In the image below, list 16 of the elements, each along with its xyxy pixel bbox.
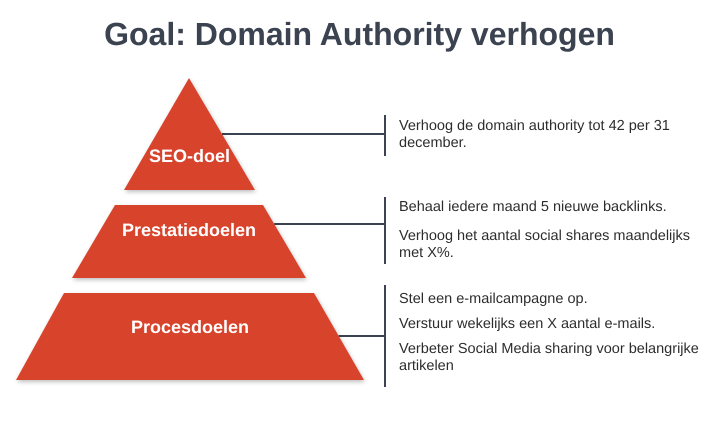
pyramid-tier <box>72 205 306 278</box>
tier-label: Prestatiedoelen <box>122 219 256 241</box>
goal-text: Verhoog de domain authority tot 42 per 31 december. <box>399 118 671 152</box>
goal-text: Verstuur wekelijks een X aantal e-mails. <box>399 316 656 333</box>
goal-text: Verhoog het aantal social shares maandelijks met X%. <box>399 228 691 262</box>
pyramid-tier <box>16 293 364 380</box>
tier-label: SEO-doel <box>148 145 230 167</box>
connector-line <box>338 335 384 337</box>
goal-text: Behaal iedere maand 5 nieuwe backlinks. <box>399 199 668 216</box>
tier-label: Procesdoelen <box>130 316 250 338</box>
goal-text: Verbeter Social Media sharing voor belangrijke artikelen <box>399 341 700 375</box>
connector-line <box>274 223 384 225</box>
title: Goal: Domain Authority verhogen <box>104 15 615 54</box>
connector-line <box>222 133 384 135</box>
goal-text: Stel een e-mailcampagne op. <box>399 291 589 308</box>
pyramid-tier <box>124 78 255 190</box>
